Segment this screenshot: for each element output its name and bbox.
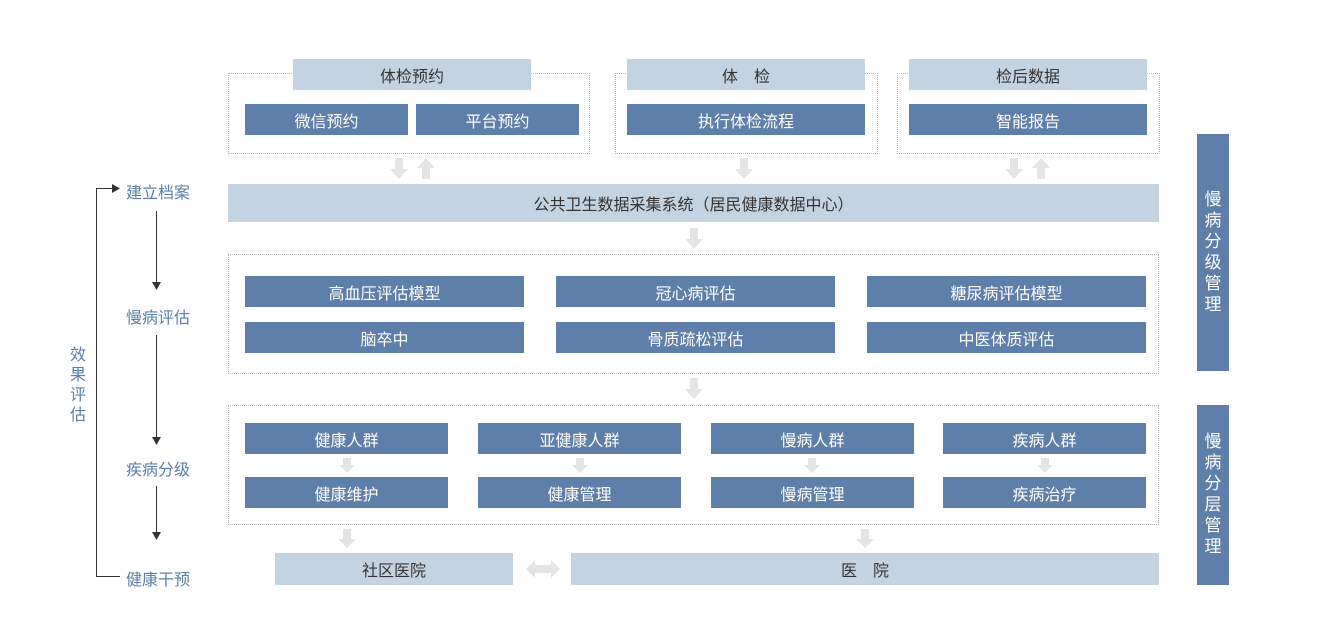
down-arrow-icon bbox=[152, 532, 161, 540]
diabetes-model-box: 糖尿病评估模型 bbox=[867, 276, 1146, 307]
flow-line bbox=[156, 211, 157, 283]
disease-group-box: 疾病人群 bbox=[943, 423, 1146, 454]
up-arrow-icon bbox=[417, 158, 435, 179]
step-health-intervention: 健康干预 bbox=[126, 570, 191, 589]
double-arrow-icon bbox=[526, 560, 560, 578]
down-arrow-icon bbox=[804, 458, 820, 473]
step-chronic-assessment: 慢病评估 bbox=[126, 308, 191, 327]
down-arrow-icon bbox=[152, 282, 161, 290]
chronic-group-box: 慢病人群 bbox=[711, 423, 914, 454]
effect-evaluation-label: 效果评估 bbox=[69, 345, 86, 424]
chronic-layered-management-label: 慢病分层管理 bbox=[1197, 405, 1229, 585]
down-arrow-icon bbox=[339, 458, 355, 473]
disease-treatment-box: 疾病治疗 bbox=[943, 477, 1146, 508]
healthy-group-box: 健康人群 bbox=[245, 423, 448, 454]
public-health-data-system-bar: 公共卫生数据采集系统（居民健康数据中心） bbox=[228, 184, 1159, 222]
community-hospital-box: 社区医院 bbox=[275, 553, 513, 585]
down-arrow-icon bbox=[856, 529, 874, 548]
osteoporosis-assessment-box: 骨质疏松评估 bbox=[556, 322, 835, 353]
wechat-booking-box: 微信预约 bbox=[245, 104, 408, 135]
down-arrow-icon bbox=[338, 529, 356, 548]
hypertension-model-box: 高血压评估模型 bbox=[245, 276, 524, 307]
smart-report-box: 智能报告 bbox=[909, 104, 1147, 135]
coronary-assessment-box: 冠心病评估 bbox=[556, 276, 835, 307]
down-arrow-icon bbox=[572, 458, 588, 473]
down-arrow-icon bbox=[1037, 458, 1053, 473]
chronic-management-box: 慢病管理 bbox=[711, 477, 914, 508]
right-arrow-icon bbox=[112, 184, 120, 193]
chronic-grading-management-label: 慢病分级管理 bbox=[1197, 134, 1229, 371]
step-disease-grading: 疾病分级 bbox=[126, 460, 191, 479]
loop-line-vertical bbox=[96, 188, 97, 576]
down-arrow-icon bbox=[685, 228, 703, 249]
post-exam-header: 检后数据 bbox=[909, 59, 1147, 90]
loop-line-bottom bbox=[96, 576, 120, 577]
step-build-record: 建立档案 bbox=[126, 183, 191, 202]
down-arrow-icon bbox=[735, 158, 753, 179]
side-label-lower-text: 慢病分层管理 bbox=[1204, 432, 1222, 557]
booking-header: 体检预约 bbox=[293, 59, 531, 90]
stratification-group bbox=[228, 405, 1159, 525]
stroke-box: 脑卒中 bbox=[245, 322, 524, 353]
assessment-group bbox=[228, 254, 1159, 374]
tcm-constitution-box: 中医体质评估 bbox=[867, 322, 1146, 353]
subhealthy-group-box: 亚健康人群 bbox=[478, 423, 681, 454]
health-management-box: 健康管理 bbox=[478, 477, 681, 508]
flow-line bbox=[156, 486, 157, 533]
flow-line bbox=[156, 335, 157, 438]
loop-line-top bbox=[96, 188, 114, 189]
health-maintenance-box: 健康维护 bbox=[245, 477, 448, 508]
platform-booking-box: 平台预约 bbox=[416, 104, 579, 135]
hospital-box: 医 院 bbox=[571, 553, 1159, 585]
down-arrow-icon bbox=[152, 437, 161, 445]
effect-evaluation-label-bg bbox=[66, 344, 90, 426]
exam-header: 体 检 bbox=[627, 59, 865, 90]
down-arrow-icon bbox=[390, 158, 408, 179]
down-arrow-icon bbox=[1005, 158, 1023, 179]
down-arrow-icon bbox=[685, 378, 703, 399]
side-label-upper-text: 慢病分级管理 bbox=[1204, 189, 1222, 315]
up-arrow-icon bbox=[1032, 158, 1050, 179]
exam-process-box: 执行体检流程 bbox=[627, 104, 865, 135]
